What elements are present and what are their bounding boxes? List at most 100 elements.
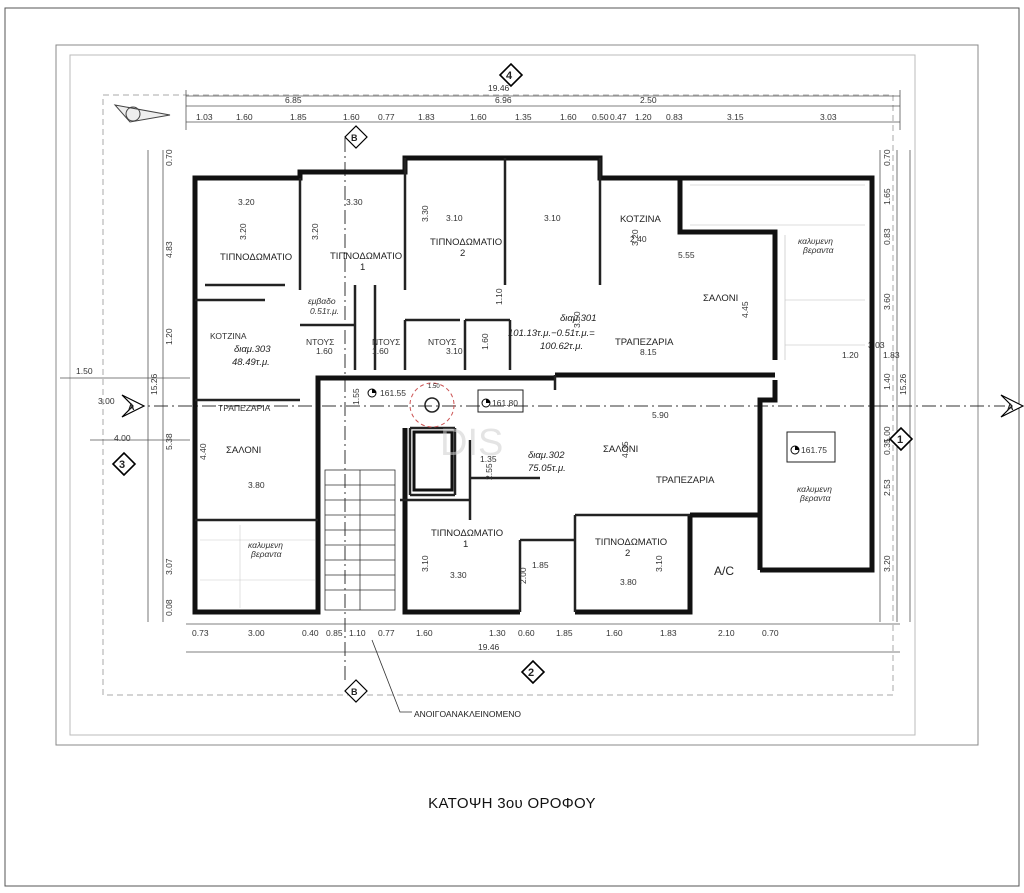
apartment-302-name: διαμ.302 [528, 450, 565, 461]
dim-bot-5: 1.10 [349, 628, 366, 638]
veranda-top-line1: καλυμενη [798, 236, 833, 246]
level-marker-3: 161.75 [786, 431, 836, 463]
dim-right-2: 1.65 [882, 188, 892, 205]
dim-bed1-302-w: 3.30 [450, 570, 467, 580]
grid-mark-1: 1 [888, 426, 914, 452]
level-3-text: 161.75 [801, 445, 827, 455]
watermark-logo: DIS [440, 422, 503, 464]
level-2-text: 161.80 [492, 398, 518, 408]
dim-bath-302-w: 1.85 [532, 560, 549, 570]
grid-mark-3: 3 [111, 451, 137, 477]
grid-mark-1-label: 1 [897, 434, 903, 446]
dim-bed-303-h: 3.20 [238, 223, 248, 240]
dim-right-4: 3.60 [882, 293, 892, 310]
dim-bot-1: 0.73 [192, 628, 209, 638]
room-bedroom1-301-line2: 1 [360, 262, 365, 273]
left-offset-dims [60, 377, 190, 441]
dim-top-r2-1: 6.85 [285, 95, 302, 105]
apartment-301-net: 100.62τ.μ. [540, 341, 583, 352]
bottom-dimensions [186, 623, 900, 653]
dim-bot-10: 1.85 [556, 628, 573, 638]
room-living-301: ΣΑΛΟΝΙ [703, 293, 738, 304]
stair-mark-text: 1.50 [428, 384, 440, 390]
sheet-frame [4, 7, 1020, 887]
left-dimensions [147, 150, 164, 622]
veranda-hatch-bottom-left [200, 525, 315, 608]
dim-dining-301-h: 3.50 [572, 311, 582, 328]
staircase [324, 469, 396, 611]
dim-right-9: 2.53 [882, 479, 892, 496]
apartment-303-area: 48.49τ.μ. [232, 357, 270, 368]
dim-dining-301: 8.15 [640, 347, 657, 357]
dim-living-302-w: 5.90 [652, 410, 669, 420]
room-dining-302: ΤΡΑΠΕΖΑΡΙΑ [656, 475, 715, 486]
room-bedroom2-302-line1: ΤΙΠΝΟΔΩΜΑΤΙΟ [595, 537, 667, 548]
dim-top-r3-3: 1.85 [290, 112, 307, 122]
section-mark-a-right: A [1000, 394, 1024, 418]
setback-line [102, 94, 894, 696]
dim-bot-4: 0.85 [326, 628, 343, 638]
right-dimensions [879, 150, 911, 622]
label-embado-value: 0.51τ.μ. [310, 306, 339, 316]
grid-mark-4: 4 [498, 62, 524, 88]
dim-top-r3-11: 0.47 [610, 112, 627, 122]
section-a-right-label: A [1007, 402, 1014, 412]
dim-shower-3-v: 1.60 [480, 333, 490, 350]
dim-bed2-301-w: 3.10 [446, 213, 463, 223]
dim-bed2-302-w: 3.80 [620, 577, 637, 587]
veranda-hatch-top [690, 184, 865, 360]
dim-right-5: 1.83 [883, 350, 900, 360]
dim-left-400: 4.00 [114, 433, 131, 443]
dim-left-4: 5.38 [164, 433, 174, 450]
lift-shaft [412, 430, 454, 492]
dim-kitchen-301: 2.40 [630, 234, 647, 244]
dim-bed-303-w: 3.20 [238, 197, 255, 207]
dim-bot-12: 1.83 [660, 628, 677, 638]
room-living-302: ΣΑΛΟΝΙ [603, 444, 638, 455]
dim-bed2-302-h: 3.10 [654, 555, 664, 572]
section-a-left-label: A [128, 402, 135, 412]
dim-bot-7: 1.60 [416, 628, 433, 638]
room-shower-2: ΝΤΟΥΣ [372, 337, 400, 347]
note-openable-label: ΑΝΟΙΓΟΑΝΑΚΛΕΙΝΟΜΕΝΟ [414, 709, 521, 719]
dim-right-11: 3.03 [868, 340, 885, 350]
label-embado: εμβαδο [308, 296, 336, 306]
dim-top-r3-7: 1.60 [470, 112, 487, 122]
room-bedroom2-302-line2: 2 [625, 548, 630, 559]
dim-living-303-w: 3.80 [248, 480, 265, 490]
note-leader [371, 639, 412, 713]
dim-top-r3-14: 3.15 [727, 112, 744, 122]
room-shower-1: ΝΤΟΥΣ [306, 337, 334, 347]
dim-left-3: 1.20 [164, 328, 174, 345]
dim-corridor-h: 1.10 [494, 288, 504, 305]
spiral-stair-icon [409, 382, 455, 428]
dim-stair-h: 1.55 [351, 388, 361, 405]
dim-left-total: 15.26 [149, 373, 159, 395]
dim-left-1: 0.70 [164, 149, 174, 166]
grid-mark-4-label: 4 [506, 70, 513, 82]
top-dim-row3: 1.03 1.60 1.85 1.60 0.77 1.83 1.60 1.35 … [196, 112, 837, 122]
apartment-301-name: διαμ.301 [560, 313, 597, 324]
drawing-title: ΚΑΤΟΨΗ 3ου ΟΡΟΦΟΥ [428, 795, 596, 812]
dim-living-301-h: 4.45 [740, 301, 750, 318]
dim-left-2: 4.83 [164, 241, 174, 258]
dim-right-1: 0.70 [882, 149, 892, 166]
dim-lift-h: 2.55 [484, 463, 494, 480]
room-bedroom1-302-line2: 1 [463, 539, 468, 550]
dim-right-total: 15.26 [898, 373, 908, 395]
north-arrow-icon [113, 104, 171, 123]
dim-right-7: 1.00 [882, 426, 892, 443]
dim-top-r3-9: 1.60 [560, 112, 577, 122]
room-dining-301: ΤΡΑΠΕΖΑΡΙΑ [615, 337, 674, 348]
interior-walls [195, 158, 690, 612]
dim-bath-302-h: 2.00 [518, 567, 528, 584]
dim-right-8: 0.35 [882, 438, 892, 455]
dim-bot-3: 0.40 [302, 628, 319, 638]
veranda-top-line2: βεραντα [802, 245, 835, 255]
dim-bed2-301-h: 3.30 [420, 205, 430, 222]
dim-bed1-302-h: 3.10 [420, 555, 430, 572]
room-bedroom2-301-line1: ΤΙΠΝΟΔΩΜΑΤΙΟ [430, 237, 502, 248]
level-marker-1: 161.55 [367, 388, 406, 398]
section-mark-a-left: A [121, 394, 146, 418]
